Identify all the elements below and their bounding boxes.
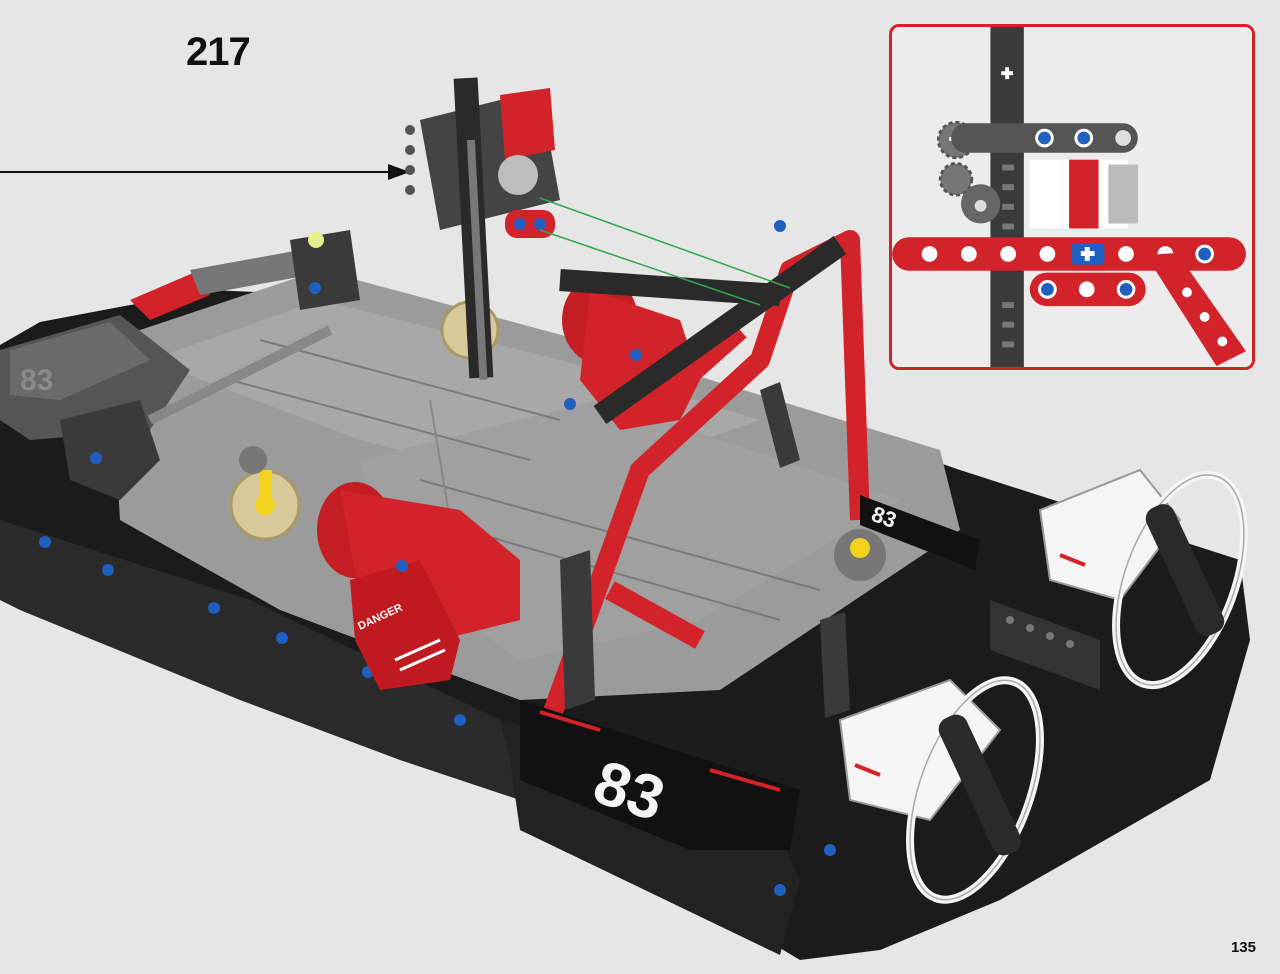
page-number: 135 [1230, 939, 1256, 956]
callout-illustration [892, 27, 1246, 367]
arrow-icon [0, 164, 410, 180]
red-frame [540, 230, 870, 724]
axle-icon [1001, 67, 1014, 80]
left-linkage [60, 230, 360, 500]
gray-beams [560, 382, 850, 718]
guide-lines [539, 197, 791, 306]
step-number: 217 [186, 30, 251, 74]
subassembly [405, 77, 560, 380]
pin-icon [1071, 243, 1105, 265]
detail-callout [889, 24, 1255, 370]
propeller-icon [838, 468, 1248, 904]
number-decal: 83 [520, 700, 800, 850]
side-beam [990, 600, 1100, 690]
pin-icon [39, 536, 51, 548]
left-motor-block: DANGER [317, 482, 520, 690]
frame-black-beams [559, 236, 847, 424]
svg-text:83: 83 [20, 364, 53, 397]
